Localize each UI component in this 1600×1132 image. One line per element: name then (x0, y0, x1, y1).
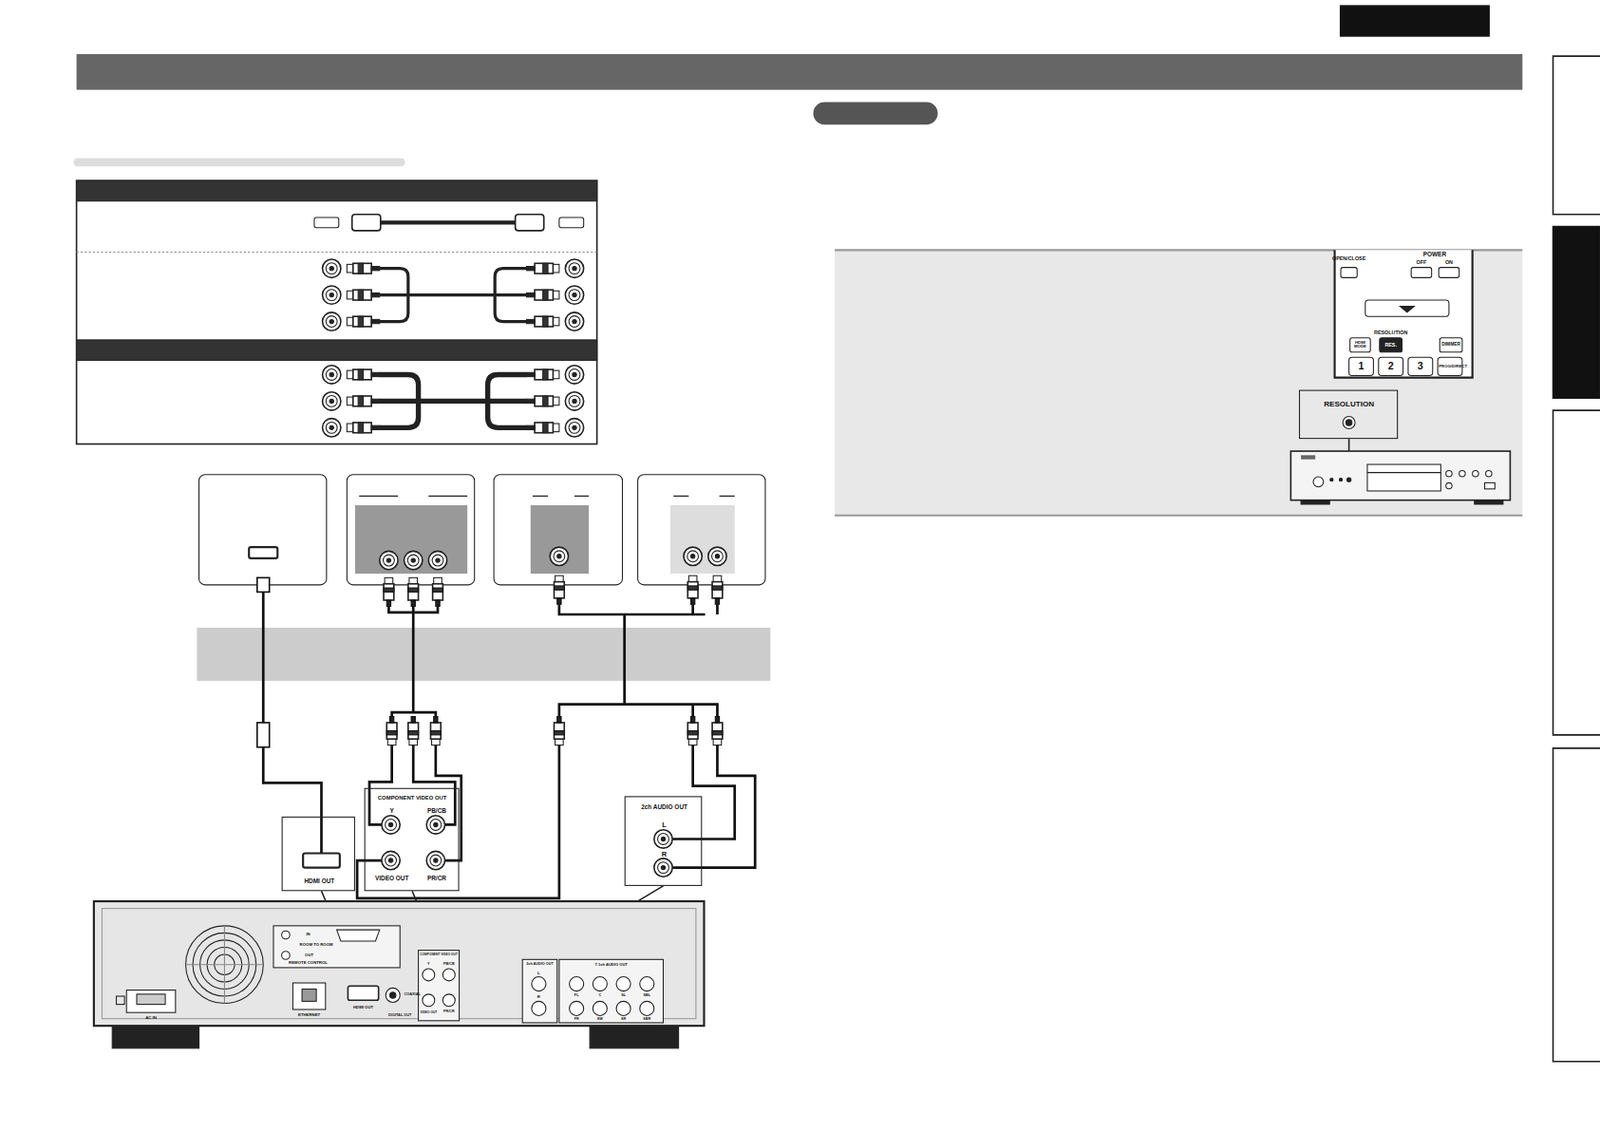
panel-label: C (599, 994, 603, 998)
panel-label: FR (574, 1017, 580, 1022)
port-label: PR/CR (427, 875, 447, 883)
panel-label: COMPONENT VIDEO OUT (419, 953, 458, 957)
panel-label: R (537, 995, 541, 1000)
callout-box: RESOLUTION (1298, 390, 1398, 440)
callout-box: HDMI OUT (282, 816, 356, 891)
panel-label: VIDEO OUT (419, 1011, 437, 1015)
button-label: 1 (1358, 360, 1365, 372)
button-label: RESOLUTION (1374, 330, 1408, 337)
button-label: ON (1445, 259, 1453, 265)
panel-label: Y (427, 962, 431, 967)
panel-label: PR/CR (443, 1010, 455, 1015)
panel-label: AC IN (145, 1015, 157, 1020)
callout-title: 2ch AUDIO OUT (640, 804, 688, 811)
panel-label: 7.1ch AUDIO OUT (595, 962, 628, 967)
page-frame (73, 4, 1600, 1061)
panel-label: FL (574, 994, 580, 998)
callout-title: COMPONENT VIDEO OUT (377, 794, 448, 801)
panel-label: ROOM TO ROOM (300, 942, 334, 948)
button-label: PROG/DIRECT (1438, 364, 1462, 370)
front-panel (1290, 416, 1510, 505)
button-label: OFF (1416, 259, 1428, 265)
panel-label: OUT (304, 953, 314, 959)
instruction-panel (834, 249, 1523, 515)
port-label: VIDEO OUT (375, 875, 409, 883)
port-label: R (661, 850, 667, 859)
callout-box: COMPONENT VIDEO OUT Y PB/CB VIDEO OUT PR/CR (364, 788, 460, 892)
port-label: PB/CB (427, 808, 447, 815)
button-label: OPEN/CLOSE (1332, 256, 1366, 263)
cable-table (76, 180, 598, 444)
panel-label: COAXIAL (403, 993, 420, 998)
panel-label: REMOTE CONTROL (288, 960, 328, 965)
button-label: 2 (1388, 360, 1394, 372)
panel-label: SBL (643, 994, 652, 998)
band (196, 627, 771, 681)
panel-label: SBR (642, 1017, 651, 1022)
panel-label: PB/CB (443, 962, 455, 967)
panel-label: DIGITAL OUT (388, 1013, 412, 1017)
port-label: Y (389, 808, 394, 815)
panel-label: SL (621, 994, 626, 998)
callout-box: 2ch AUDIO OUT L R (624, 795, 703, 886)
panel-label: IN (305, 932, 310, 938)
port-label: L (661, 820, 667, 829)
button-label: DIMMER (1441, 342, 1461, 348)
panel-label: HDMI OUT (353, 1005, 374, 1011)
callout-title: HDMI OUT (303, 877, 335, 885)
callout-title: RESOLUTION (1323, 399, 1375, 408)
button-label: HDMI MODE (1351, 340, 1370, 350)
remote-control (1335, 249, 1473, 377)
button-label: POWER (1423, 250, 1447, 258)
panel-label: 2ch AUDIO OUT (526, 962, 553, 967)
panel-label: ETHERNET (298, 1013, 320, 1018)
panel-label: L (537, 971, 541, 977)
panel-label: SW (597, 1017, 603, 1022)
button-label: 3 (1417, 360, 1424, 372)
button-label: RES. (1384, 341, 1397, 348)
tv-and-amp-boxes (199, 474, 766, 585)
panel-label: SR (621, 1017, 626, 1022)
cables (257, 575, 755, 899)
rear-panel (94, 901, 705, 1049)
